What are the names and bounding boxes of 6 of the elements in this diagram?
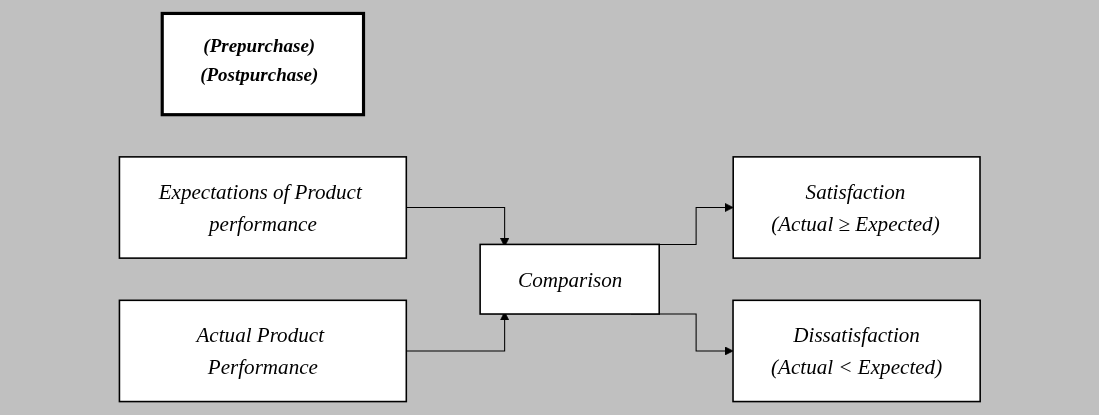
node-box: Comparison (479, 243, 660, 315)
node-box: Satisfaction (Actual ≥ Expected) (732, 156, 981, 259)
node-box: Actual Product Performance (118, 299, 407, 403)
node-box: Expectations of Product performance (118, 156, 407, 259)
node-box: (Prepurchase) (Postpurchase) (160, 11, 365, 117)
node-box: Dissatisfaction (Actual < Expected) (731, 299, 981, 403)
